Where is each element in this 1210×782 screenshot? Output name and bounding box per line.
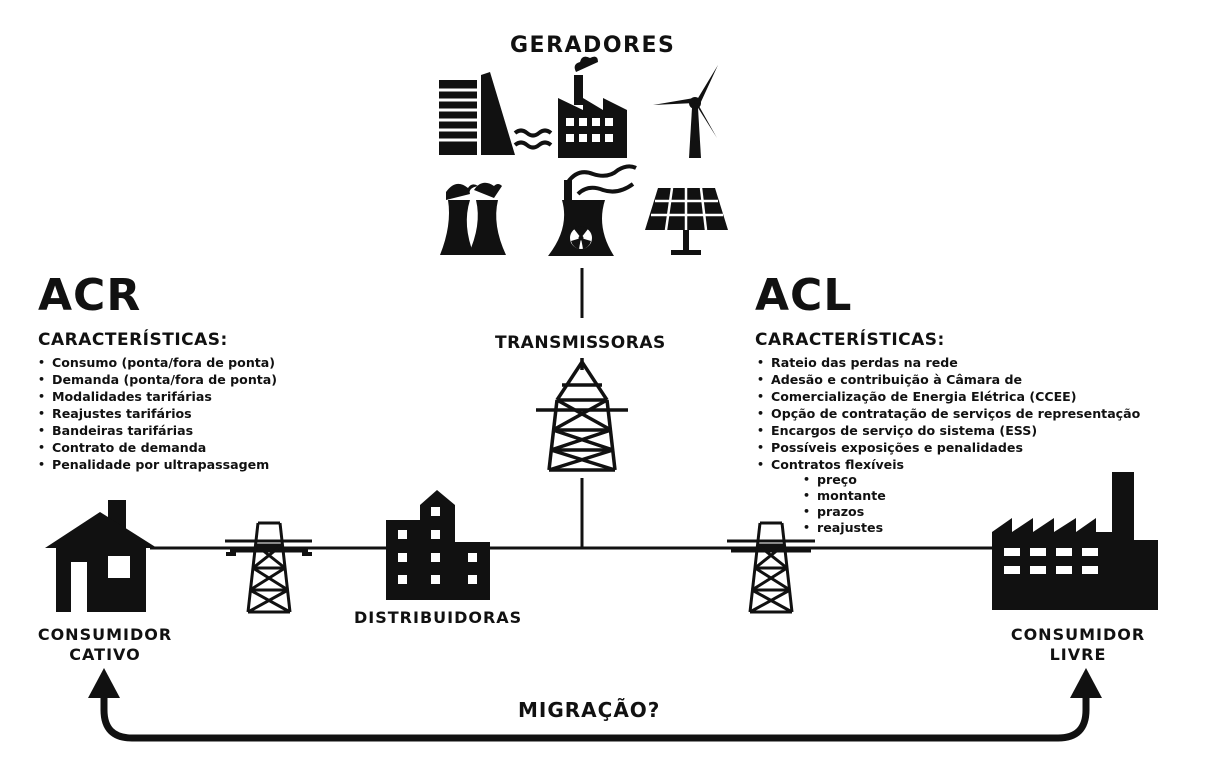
factory-icon [558,56,627,158]
free-consumer-label: CONSUMIDOR LIVRE [1010,625,1146,664]
hydro-dam-icon [439,72,553,155]
list-item: Penalidade por ultrapassagem [38,456,277,473]
list-item: Consumo (ponta/fora de ponta) [38,354,277,371]
list-item: Contrato de demanda [38,439,277,456]
transmission-label: TRANSMISSORAS [495,333,666,353]
list-item: Comercialização de Energia Elétrica (CCE… [757,388,1140,405]
acr-characteristics-list: Consumo (ponta/fora de ponta) Demanda (p… [38,354,277,473]
list-item: reajustes [803,520,886,536]
list-item: montante [803,488,886,504]
migration-label: MIGRAÇÃO? [518,698,661,722]
solar-panel-icon [645,187,728,255]
list-item: Opção de contratação de serviços de repr… [757,405,1140,422]
acl-flexible-contract-list: preço montante prazos reajustes [757,472,886,536]
nuclear-plant-icon [548,164,637,256]
transmission-tower-icon [225,521,312,614]
list-item: Adesão e contribuição à Câmara de [757,371,1140,388]
insulator-icon [226,552,312,556]
list-item: Possíveis exposições e penalidades [757,439,1140,456]
list-item: Rateio das perdas na rede [757,354,1140,371]
list-item: Reajustes tarifários [38,405,277,422]
cooling-tower-icon [440,182,506,255]
migration-arrow [88,668,1102,742]
acr-heading: CARACTERÍSTICAS: [38,330,228,350]
transmission-tower-icon [727,521,815,614]
distribution-label: DISTRIBUIDORAS [354,608,523,627]
generators-title: GERADORES [510,33,676,58]
list-item: Demanda (ponta/fora de ponta) [38,371,277,388]
list-item: prazos [803,504,886,520]
building-icon [386,490,490,600]
list-item: Bandeiras tarifárias [38,422,277,439]
list-item: Encargos de serviço do sistema (ESS) [757,422,1140,439]
captive-consumer-label: CONSUMIDOR CATIVO [37,625,173,664]
acl-title: ACL [755,270,853,321]
list-item: Modalidades tarifárias [38,388,277,405]
acl-characteristics-list: Rateio das perdas na rede Adesão e contr… [757,354,1140,473]
acl-heading: CARACTERÍSTICAS: [755,330,945,350]
acr-title: ACR [38,270,142,321]
wind-turbine-icon [653,65,718,158]
list-item: preço [803,472,886,488]
list-item: Contratos flexíveis [757,456,1140,473]
house-icon [45,500,157,612]
factory-icon [992,472,1158,610]
transmission-tower-icon [536,358,628,472]
